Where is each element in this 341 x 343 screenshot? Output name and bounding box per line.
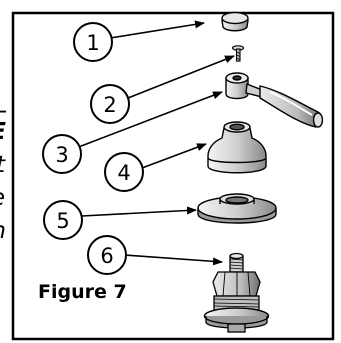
callout-3	[42, 134, 82, 174]
part-cap	[221, 11, 249, 32]
figure-label: Figure 7	[38, 281, 127, 303]
callout-number-4: 4	[117, 161, 130, 185]
part-screw	[231, 45, 245, 62]
side-text-fragment-3: t	[0, 154, 5, 177]
callout-number-2: 2	[103, 93, 116, 117]
side-text-fragment-4: e	[0, 187, 5, 210]
side-text-fragment-2: E	[0, 121, 6, 144]
side-text-fragment-5: n	[0, 220, 6, 243]
callout-5	[43, 200, 83, 240]
leader-arrows	[75, 20, 235, 266]
callout-1	[73, 22, 113, 62]
side-text-fragment-1: -	[0, 100, 7, 123]
callout-number-1: 1	[86, 31, 99, 55]
callout-number-3: 3	[55, 143, 68, 167]
figure-frame	[11, 11, 335, 341]
callout-number-5: 5	[56, 209, 69, 233]
part-flange	[197, 193, 277, 224]
part-handle	[225, 72, 324, 128]
callout-4	[104, 152, 144, 192]
callout-2	[90, 84, 130, 124]
callout-6	[87, 235, 127, 275]
part-stem-assembly	[203, 252, 270, 333]
part-bonnet	[207, 121, 267, 174]
callout-number-6: 6	[100, 244, 113, 268]
